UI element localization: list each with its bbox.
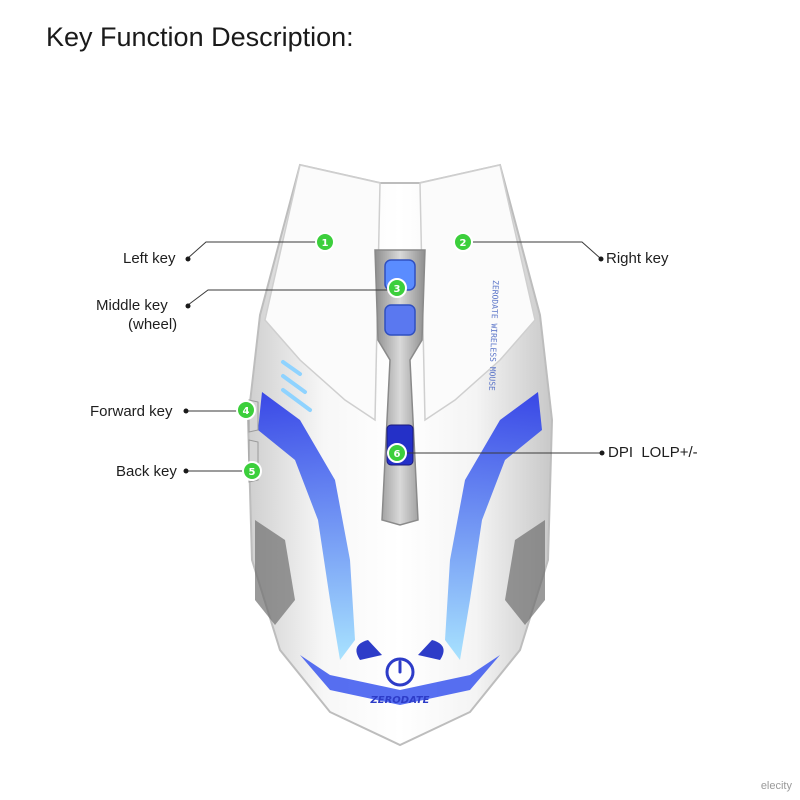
label-left-key: Left key bbox=[123, 250, 176, 267]
badge-3: 3 bbox=[387, 278, 407, 298]
label-middle-key-sub: (wheel) bbox=[128, 316, 178, 333]
svg-text:4: 4 bbox=[243, 406, 250, 417]
callout-line-middle-key bbox=[187, 289, 390, 306]
badge-1: 1 bbox=[315, 232, 335, 252]
svg-text:1: 1 bbox=[322, 238, 329, 249]
logo-text: ZERODATE bbox=[369, 695, 429, 706]
badge-2: 2 bbox=[453, 232, 473, 252]
led-stripe-left bbox=[258, 392, 355, 660]
svg-text:6: 6 bbox=[394, 449, 401, 460]
right-button bbox=[419, 164, 536, 422]
label-forward-key: Forward key bbox=[90, 403, 173, 420]
label-middle-key: Middle key bbox=[96, 297, 168, 314]
badge-6: 6 bbox=[387, 443, 407, 463]
led-lower-arc bbox=[300, 655, 500, 705]
callout-line-left-key bbox=[187, 241, 318, 259]
middle-lower-button bbox=[384, 304, 416, 336]
callout-dot-forward-key bbox=[183, 408, 189, 414]
label-back-key: Back key bbox=[116, 463, 177, 480]
label-right-key: Right key bbox=[606, 250, 669, 267]
svg-text:3: 3 bbox=[394, 284, 401, 295]
badge-5: 5 bbox=[242, 461, 262, 481]
side-grip-left bbox=[255, 520, 295, 625]
side-grip-right bbox=[505, 520, 545, 625]
side-text: ZERODATE WIRELESS MOUSE bbox=[487, 280, 500, 391]
svg-text:5: 5 bbox=[249, 467, 256, 478]
callout-dot-left-key bbox=[185, 256, 191, 262]
badge-4: 4 bbox=[236, 400, 256, 420]
callout-dot-dpi bbox=[599, 450, 605, 456]
watermark: elecity bbox=[760, 780, 792, 792]
svg-text:2: 2 bbox=[460, 238, 467, 249]
vent-lines bbox=[281, 360, 312, 412]
brand-logo: ZERODATE bbox=[356, 640, 444, 706]
callout-dot-back-key bbox=[183, 468, 189, 474]
left-button bbox=[264, 164, 381, 422]
led-stripe-right bbox=[445, 392, 542, 660]
label-dpi: DPI LOLP+/- bbox=[608, 444, 698, 461]
callout-dot-right-key bbox=[598, 256, 604, 262]
page-title: Key Function Description: bbox=[46, 22, 354, 52]
callout-line-right-key bbox=[470, 241, 601, 259]
callout-dot-middle-key bbox=[185, 303, 191, 309]
